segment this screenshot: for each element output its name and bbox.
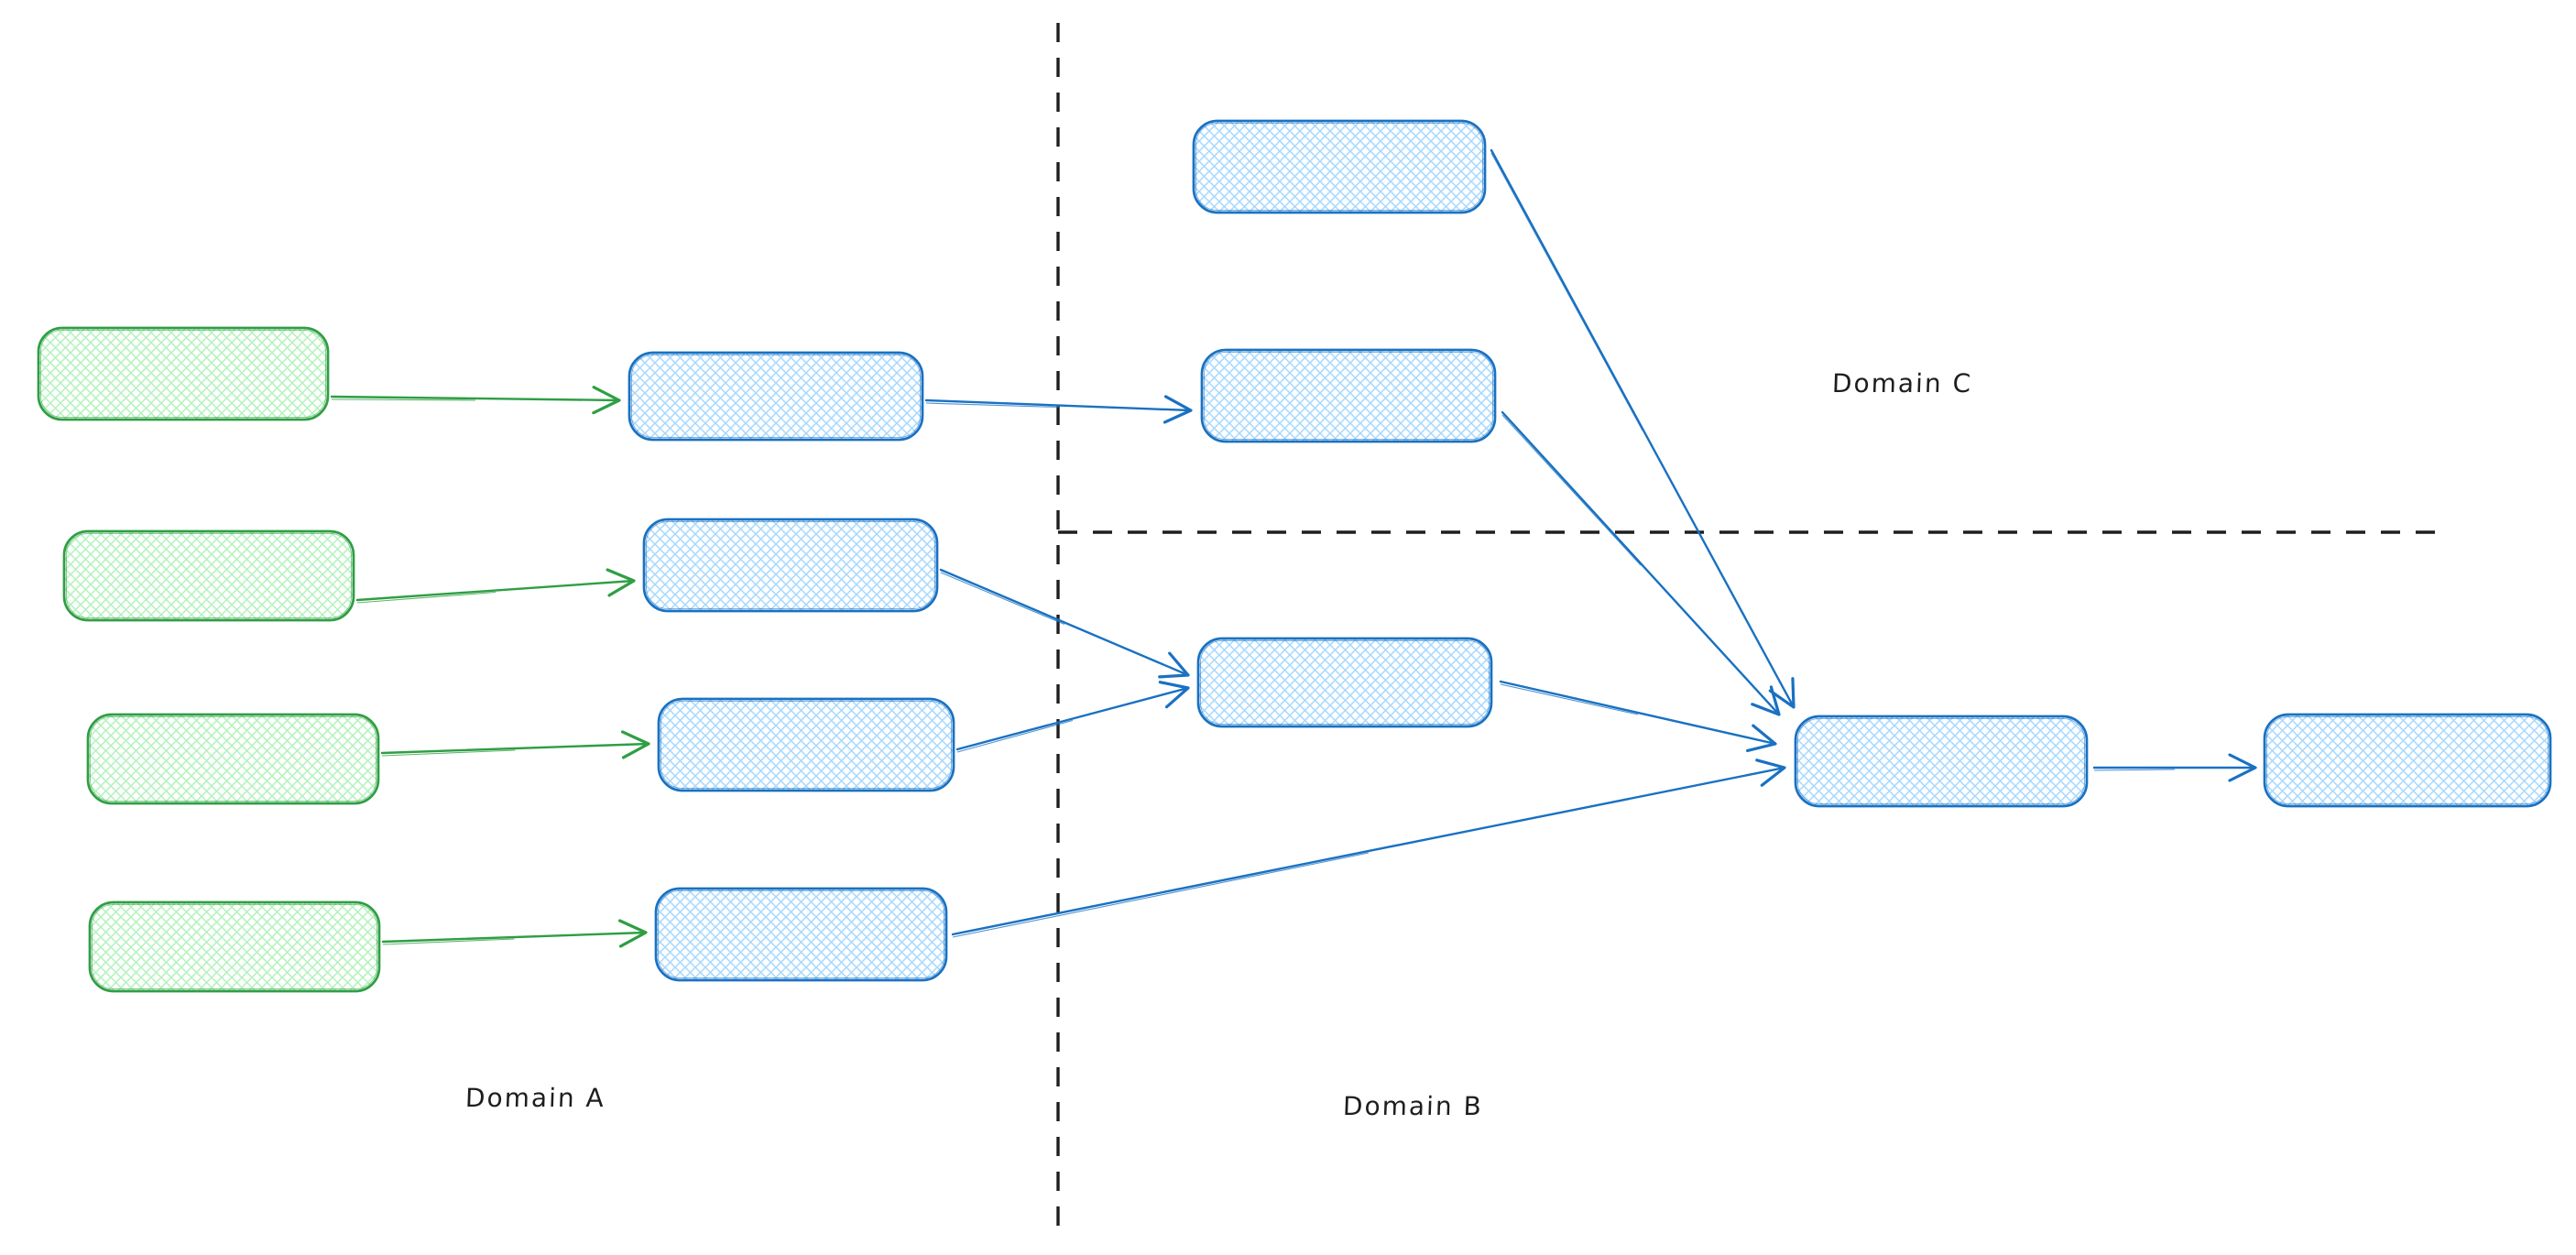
domain-a-process-1-sketch-outline [631,355,921,438]
edge-source4-process4 [381,919,648,948]
domain-a-process-2 [642,518,939,613]
domain-a-source-1-shape [37,326,330,421]
edge-source2-process2-sketch-stroke [356,591,497,604]
edge-cnode2-hub [1501,410,1781,716]
edge-cnode2-hub-sketch-stroke [1501,414,1642,566]
domain-b-output-node-shape [2263,713,2552,808]
edge-process2-bnode1 [939,568,1190,679]
domain-b-hub-node-sketch-outline [1797,718,2085,804]
domain-a-source-2-shape [62,529,355,622]
domain-a-process-3-sketch-outline [660,701,952,789]
domain-a-source-3-sketch-outline [90,716,377,802]
edge-process2-bnode1-sketch-stroke [940,572,1065,626]
edge-cnode1-hub-sketch-stroke [1490,152,1643,431]
domain-b-node-1 [1196,637,1493,728]
domain-a-process-1-shape [628,351,924,442]
domain-c-node-1-shape [1192,119,1487,214]
domain-b-hub-node-shape [1794,715,2089,808]
edge-process4-hub [951,758,1786,936]
edge-process3-bnode1-sketch-stroke [956,719,1074,753]
domain-b-node-1-sketch-outline [1200,640,1490,725]
domain-a-source-4 [88,900,381,993]
domain-a-process-4-shape [654,887,948,982]
domain-a-process-4 [654,887,948,982]
domain-a-source-2-sketch-outline [66,533,352,618]
edge-process1-cnode2-sketch-stroke [925,402,1059,409]
domain-a-process-1 [628,351,924,442]
domain-c-node-2-shape [1200,348,1497,443]
edge-source3-process3-sketch-stroke [381,749,516,757]
domain-a-source-3 [86,713,380,805]
domain-b-node-1-shape [1196,637,1493,728]
edge-hub-output-sketch-stroke [2093,769,2176,771]
domain-c-node-1 [1192,119,1487,214]
domain-c-label: Domain C [1831,368,1973,398]
domain-b-output-node [2263,713,2552,808]
domain-a-source-4-sketch-outline [92,904,377,989]
edge-bnode1-hub-sketch-stroke [1500,683,1639,715]
edge-source4-process4-sketch-stroke [382,938,515,945]
domain-b-label: Domain B [1342,1091,1484,1121]
edge-source1-process1 [330,386,621,415]
domain-b-hub-node [1794,715,2089,808]
edge-source1-process1-sketch-stroke [331,398,476,401]
domain-a-source-1 [37,326,330,421]
domain-c-node-2-sketch-outline [1204,352,1493,440]
edge-source2-process2 [355,568,636,602]
domain-b-output-node-sketch-outline [2266,716,2549,804]
edge-process4-hub-sketch-stroke [952,852,1370,938]
edge-cnode1-hub [1490,148,1796,709]
edge-process3-bnode1 [955,681,1190,751]
edge-process1-cnode2 [924,395,1193,424]
domain-c-node-1-sketch-outline [1195,123,1483,211]
domain-a-process-3 [657,697,955,792]
domain-a-source-2 [62,529,355,622]
edge-bnode1-hub [1499,680,1777,753]
domain-c-node-2 [1200,348,1497,443]
edge-source3-process3 [380,730,650,759]
domain-a-source-1-sketch-outline [40,330,326,418]
domain-a-source-4-shape [88,900,381,993]
domain-a-label: Domain A [464,1083,606,1113]
domain-a-process-2-sketch-outline [646,521,935,609]
domain-a-process-4-sketch-outline [658,890,944,978]
domain-a-process-3-shape [657,697,955,792]
domain-a-process-2-shape [642,518,939,613]
domain-a-source-3-shape [86,713,380,805]
